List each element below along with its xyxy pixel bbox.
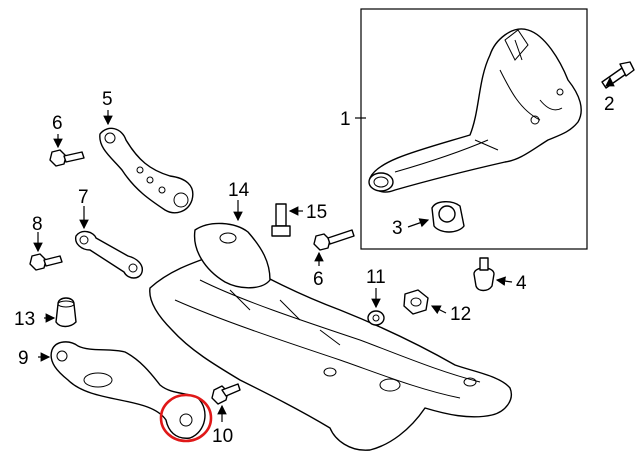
callout-11: 11: [366, 267, 386, 288]
washer-11: [367, 310, 385, 326]
callout-8: 8: [32, 214, 43, 235]
highlight-circle: [159, 393, 213, 443]
nut-12: [403, 289, 429, 315]
bolt-8: [29, 253, 63, 271]
callout-6-right: 6: [313, 269, 324, 290]
inset-frame: [360, 8, 588, 250]
callout-5: 5: [102, 89, 113, 110]
subframe-14: [149, 222, 512, 451]
callout-6-left: 6: [52, 113, 63, 134]
bolt-15: [271, 203, 291, 237]
bolt-2: [601, 61, 635, 89]
callout-4: 4: [516, 273, 527, 294]
lateral-link-7: [75, 230, 143, 279]
upper-arm-5: [99, 127, 194, 214]
callout-1: 1: [340, 109, 351, 130]
bolt-6-left: [49, 149, 85, 167]
callout-2: 2: [604, 94, 615, 115]
lower-control-arm-9: [50, 341, 206, 439]
bushing-3: [431, 201, 465, 233]
callout-10: 10: [212, 426, 233, 447]
callout-3: 3: [392, 218, 403, 239]
callout-12: 12: [450, 304, 471, 325]
callout-14: 14: [228, 180, 250, 201]
bolt-6-right: [313, 229, 355, 251]
callout-9: 9: [18, 348, 29, 369]
cap-nut-13: [55, 297, 77, 328]
bolt-10: [211, 383, 241, 405]
stud-4: [473, 257, 495, 292]
callout-15: 15: [306, 202, 327, 223]
trailing-arm: [368, 28, 582, 193]
callout-13: 13: [14, 309, 35, 330]
callout-7: 7: [78, 187, 89, 208]
